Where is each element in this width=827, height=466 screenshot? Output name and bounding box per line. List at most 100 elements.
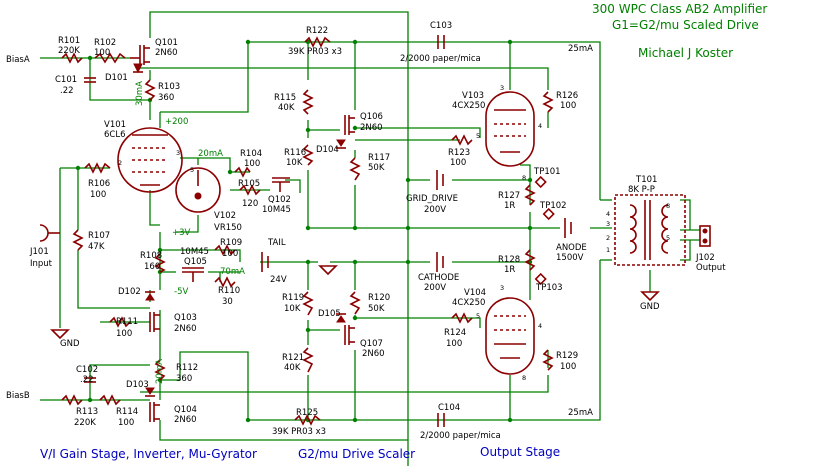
capacitor-C102 — [84, 377, 96, 383]
label-C103: C103 — [430, 21, 452, 31]
value-grid-drive: 200V — [424, 205, 446, 215]
label-V103: V103 — [462, 91, 484, 101]
resistor-R123 — [451, 134, 473, 146]
label-J102: J102 — [695, 253, 715, 263]
label-plus200: +200 — [165, 117, 188, 127]
label-R123: R123 — [448, 148, 470, 158]
resistor-R115 — [302, 89, 314, 115]
label-D101: D101 — [105, 73, 128, 83]
tube-V103 — [485, 91, 535, 167]
label-70mA: 70mA — [220, 267, 245, 277]
label-R104: R104 — [240, 149, 262, 159]
value-anode: 1500V — [556, 253, 584, 263]
label-D104: D104 — [316, 145, 339, 155]
label-R120: R120 — [368, 293, 390, 303]
value-R120: 50K — [368, 304, 385, 314]
svg-text:2: 2 — [118, 159, 122, 167]
label-tail: TAIL — [267, 238, 286, 248]
value-R127: 1R — [504, 201, 515, 211]
resistor-R129 — [542, 349, 554, 371]
label-R101: R101 — [58, 36, 80, 46]
diode-D102 — [145, 291, 155, 301]
svg-text:4: 4 — [538, 122, 542, 130]
label-gnd-output: GND — [640, 302, 660, 312]
label-C101: C101 — [55, 75, 77, 85]
label-30mA: 30mA — [135, 81, 145, 106]
label-Q102: Q102 — [268, 195, 291, 205]
svg-text:1: 1 — [606, 246, 610, 254]
label-Q101: Q101 — [155, 38, 178, 48]
ground-input — [50, 329, 70, 340]
testpoint-TP102 — [542, 207, 555, 221]
resistor-R108 — [154, 253, 166, 273]
battery-cathode — [436, 252, 444, 272]
mosfet-Q103 — [149, 312, 160, 332]
value-R121: 40K — [284, 363, 301, 373]
svg-text:4: 4 — [538, 322, 542, 330]
label-R124: R124 — [444, 328, 466, 338]
diode-D105 — [336, 313, 346, 323]
label-R102: R102 — [94, 38, 116, 48]
label-TP103: TP103 — [535, 283, 563, 293]
resistor-R105 — [239, 184, 261, 196]
value-Q103: 2N60 — [174, 324, 197, 334]
label-20mA: 20mA — [198, 149, 223, 159]
title-line2: G1=G2/mu Scaled Drive — [612, 18, 759, 32]
value-V103: 4CX250 — [452, 101, 485, 111]
value-R106: 100 — [90, 190, 106, 200]
mosfet-Q104 — [149, 402, 160, 422]
resistor-R113 — [61, 394, 83, 406]
label-grid-drive: GRID_DRIVE — [406, 194, 458, 204]
value-C101: .22 — [60, 86, 74, 96]
resistor-R103 — [144, 79, 156, 101]
label-C104: C104 — [438, 403, 460, 413]
label-20mA-b: 20mA — [155, 359, 165, 384]
label-biasB: BiasB — [6, 391, 30, 401]
label-R108: R108 — [140, 251, 162, 261]
label-Q104: Q104 — [174, 405, 197, 415]
tube-V102 — [175, 167, 221, 213]
resistor-R101 — [61, 52, 83, 64]
label-R121: R121 — [282, 353, 304, 363]
value-R126: 100 — [560, 101, 576, 111]
svg-text:5: 5 — [476, 132, 480, 140]
label-R129: R129 — [556, 351, 578, 361]
section-output-stage: Output Stage — [480, 445, 560, 459]
components — [39, 35, 711, 427]
wires — [40, 11, 700, 466]
svg-text:4: 4 — [606, 210, 610, 218]
label-Q106: Q106 — [360, 112, 383, 122]
label-cathode: CATHODE — [418, 273, 459, 283]
label-biasA: BiasA — [6, 55, 30, 65]
value-R119: 10K — [284, 304, 301, 314]
value-R115: 40K — [278, 103, 295, 113]
label-R112: R112 — [176, 363, 198, 373]
value-R124: 100 — [446, 339, 462, 349]
value-C104: 2/2000 paper/mica — [420, 431, 501, 441]
value-R104: 100 — [244, 159, 260, 169]
resistor-R126 — [542, 91, 554, 113]
label-minus5V: -5V — [174, 287, 188, 297]
resistor-R119 — [302, 291, 314, 316]
resistor-R125 — [294, 414, 321, 426]
label-R114: R114 — [116, 407, 138, 417]
value-R122: 39K PR03 x3 — [288, 47, 342, 57]
label-R109: R109 — [220, 238, 242, 248]
label-anode: ANODE — [556, 243, 587, 253]
svg-text:5: 5 — [190, 166, 194, 174]
resistor-R120 — [349, 291, 361, 315]
label-R125: R125 — [296, 408, 318, 418]
transformer-T101 — [614, 194, 686, 266]
label-25mA: 25mA — [568, 44, 593, 54]
value-cathode: 200V — [424, 283, 446, 293]
value-C103: 2/2000 paper/mica — [400, 54, 481, 64]
value-R117: 50K — [368, 163, 385, 173]
section-gain-stage: V/I Gain Stage, Inverter, Mu-Gyrator — [40, 447, 257, 461]
svg-text:8: 8 — [522, 174, 526, 182]
labels: 300 WPC Class AB2 Amplifier G1=G2/mu Sca… — [6, 2, 767, 461]
value-Q102: 10M45 — [262, 205, 291, 215]
svg-text:3: 3 — [176, 149, 180, 157]
battery-grid-drive — [436, 170, 444, 190]
value-C102: .22 — [80, 375, 94, 385]
